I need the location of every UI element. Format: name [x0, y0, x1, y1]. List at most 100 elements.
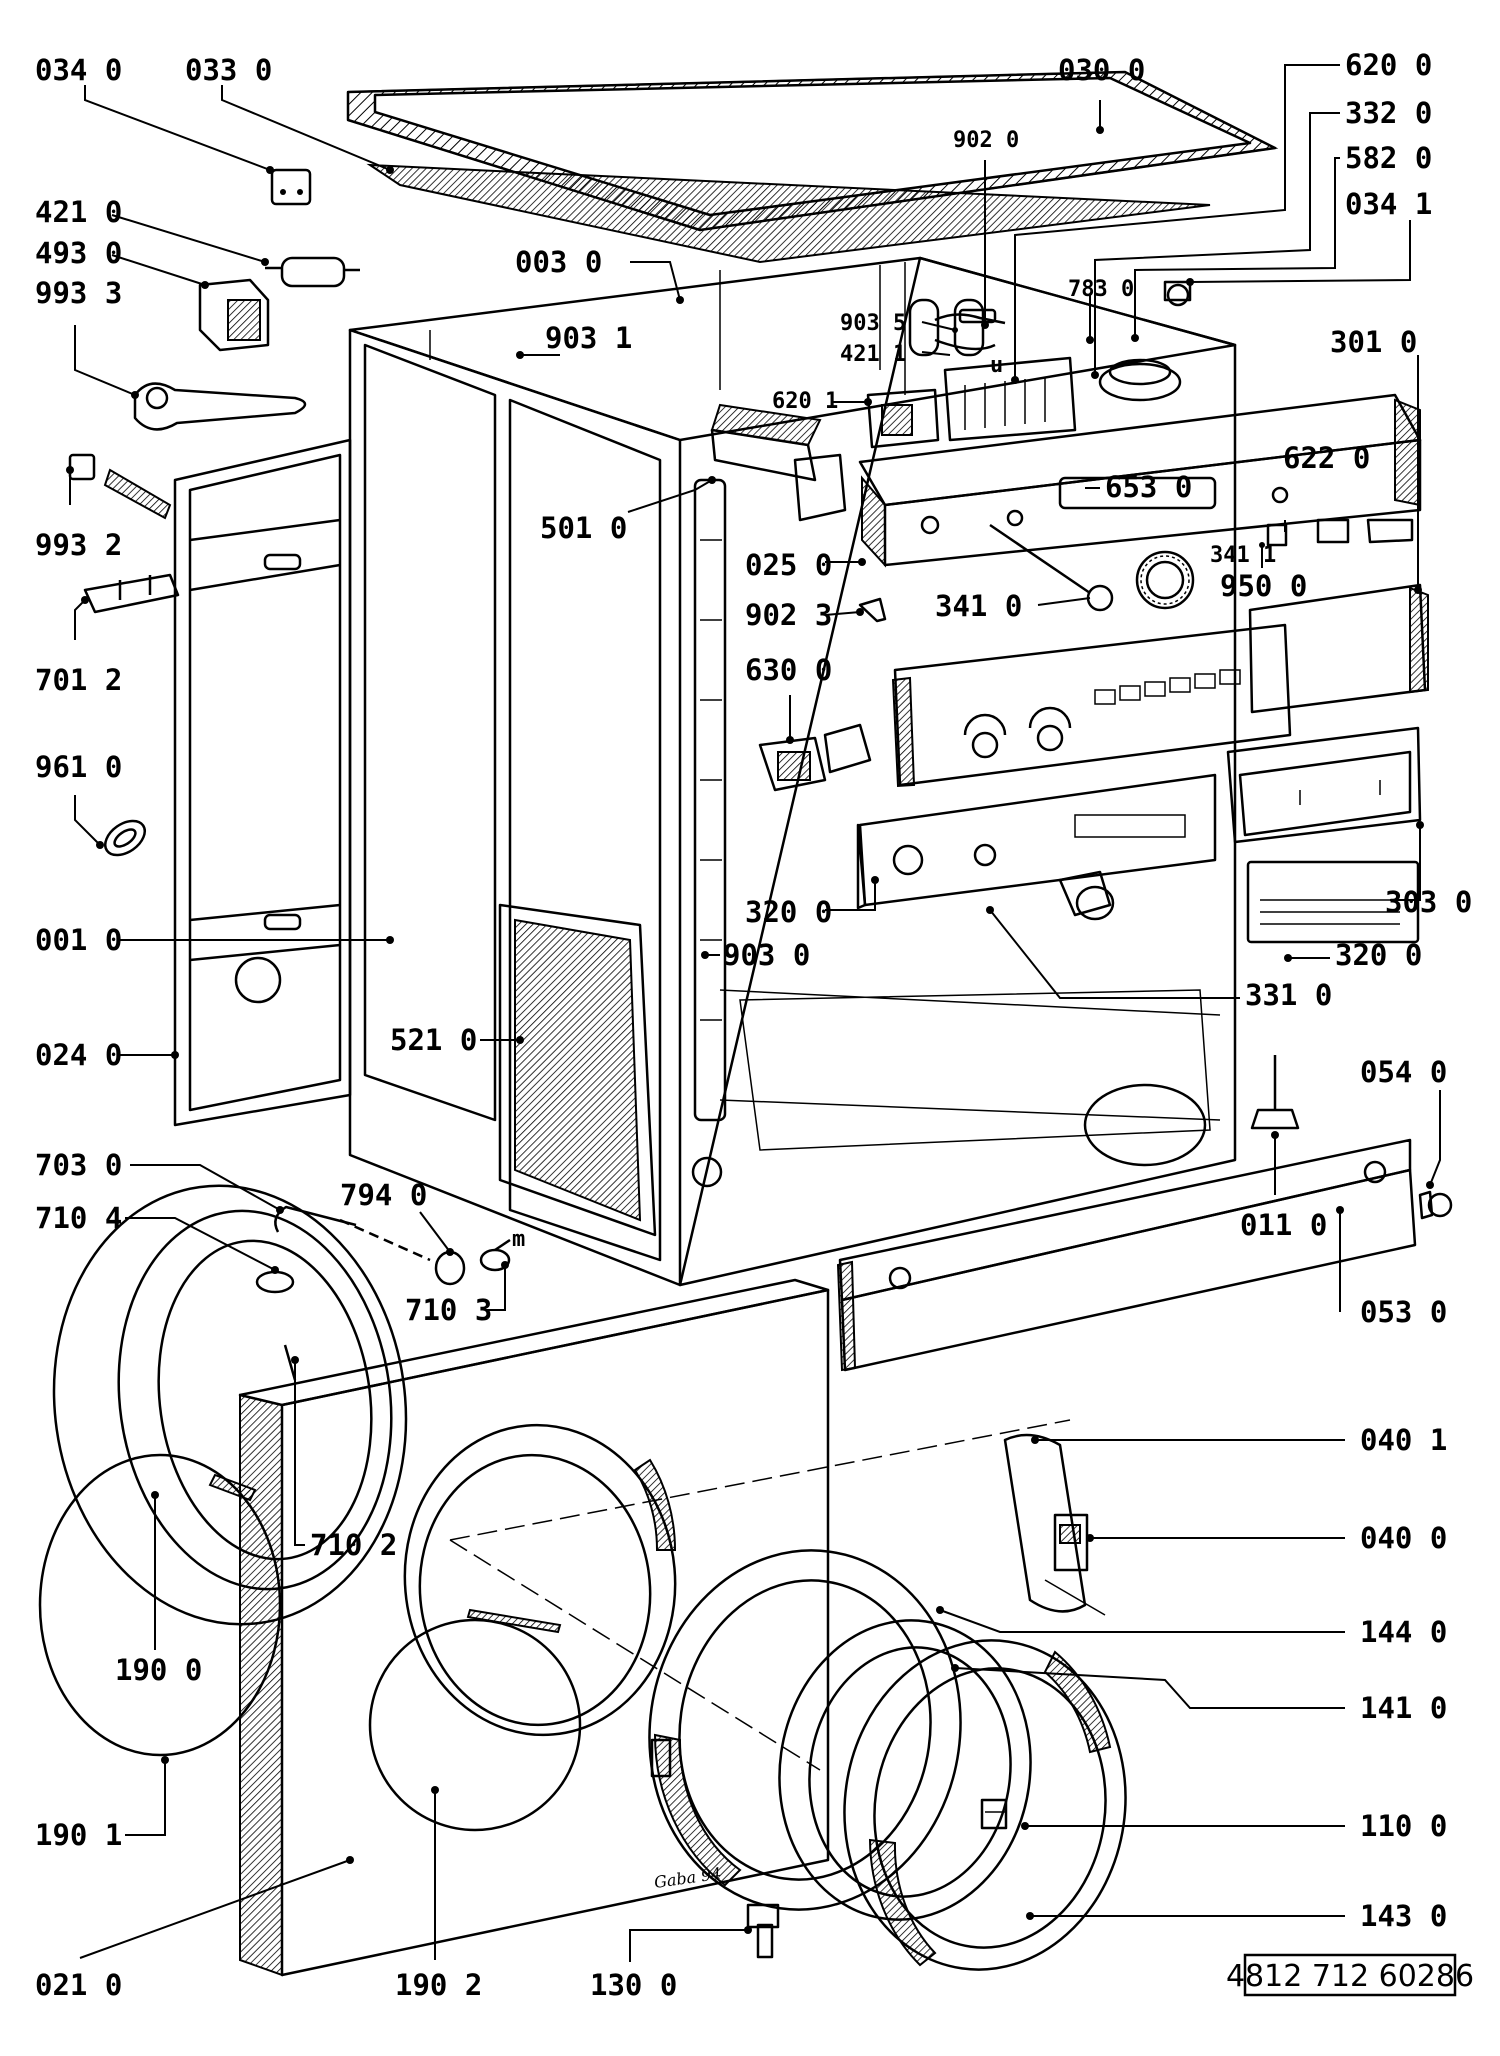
- fascia-301-0: [891, 583, 1429, 788]
- wrench-993-3: [133, 382, 307, 431]
- part-label-025-0: 025 0: [745, 548, 832, 582]
- filter-493-0: [198, 278, 270, 352]
- part-label-143-0: 143 0: [1360, 1899, 1447, 1933]
- part-label-902-3: 902 3: [745, 598, 832, 632]
- rail-903-0: [693, 478, 727, 1122]
- part-label-341-0: 341 0: [935, 589, 1022, 623]
- part-label-001-0: 001 0: [35, 923, 122, 957]
- module-620-1: [866, 388, 940, 449]
- front-panel-021-0: [238, 1278, 1071, 1977]
- insulation-521-0: [498, 903, 657, 1237]
- top-cover: [346, 70, 1279, 264]
- part-label-320-0-plate: 320 0: [1335, 938, 1422, 972]
- part-label-054-0: 054 0: [1360, 1055, 1447, 1089]
- part-label-582-0: 582 0: [1345, 141, 1432, 175]
- drawing-code-text: 4812 712 60286: [1226, 1959, 1474, 1994]
- part-label-710-2: 710 2: [310, 1528, 397, 1562]
- part-label-493-0: 493 0: [35, 236, 122, 270]
- cabinet-body: [348, 256, 1237, 1287]
- part-label-303-0: 303 0: [1385, 885, 1472, 919]
- part-label-961-0: 961 0: [35, 750, 122, 784]
- kick-plate-053-0: [836, 1138, 1417, 1372]
- front-panel-320-0: [856, 773, 1217, 910]
- part-label-630-0: 630 0: [745, 653, 832, 687]
- part-label-331-0: 331 0: [1245, 978, 1332, 1012]
- part-label-040-0: 040 0: [1360, 1521, 1447, 1555]
- part-label-024-0: 024 0: [35, 1038, 122, 1072]
- part-label-190-1: 190 1: [35, 1818, 122, 1852]
- drawer-303-0: [1226, 726, 1422, 844]
- switch-630-0: [758, 723, 872, 792]
- knob-331-0: [1058, 870, 1115, 921]
- part-label-030-0: 030 0: [1058, 53, 1145, 87]
- wiring-903-5: [934, 308, 1006, 351]
- drum-190: [38, 1184, 408, 1757]
- part-label-903-1: 903 1: [545, 321, 632, 355]
- part-label-653-0: 653 0: [1105, 470, 1192, 504]
- capacitor-421-0: [265, 256, 360, 288]
- part-label-053-0: 053 0: [1360, 1295, 1447, 1329]
- part-label-703-0: 703 0: [35, 1148, 122, 1182]
- part-label-620-0: 620 0: [1345, 48, 1432, 82]
- part-label-993-3: 993 3: [35, 276, 122, 310]
- part-label-190-0: 190 0: [115, 1653, 202, 1687]
- part-label-341-1: 341 1: [1210, 543, 1276, 568]
- clip-034-0: [270, 168, 312, 206]
- part-label-521-0: 521 0: [390, 1023, 477, 1057]
- foot-011-0: [1250, 1055, 1300, 1130]
- hose-703-0: [274, 1205, 511, 1286]
- screw-054-0: [1418, 1190, 1453, 1220]
- part-label-130-0: 130 0: [590, 1968, 677, 2002]
- part-label-421-1: 421 1: [840, 342, 906, 367]
- part-label-144-0: 144 0: [1360, 1615, 1447, 1649]
- relay-622-0: [1266, 518, 1414, 547]
- part-label-190-2: 190 2: [395, 1968, 482, 2002]
- part-label-332-0: 332 0: [1345, 96, 1432, 130]
- bracket-701-2: [83, 573, 180, 614]
- board-501-0: [710, 403, 847, 522]
- hinge-040: [1003, 1433, 1106, 1616]
- part-label-040-1: 040 1: [1360, 1423, 1447, 1457]
- part-label-033-0: 033 0: [185, 53, 272, 87]
- part-label-710-3: 710 3: [405, 1293, 492, 1327]
- part-label-301-0: 301 0: [1330, 325, 1417, 359]
- knob-341-0: [989, 523, 1195, 612]
- part-label-034-0: 034 0: [35, 53, 122, 87]
- leader-lines: [66, 64, 1441, 1962]
- part-label-794-0: 794 0: [340, 1178, 427, 1212]
- part-label-021-0: 021 0: [35, 1968, 122, 2002]
- part-label-993-2: 993 2: [35, 528, 122, 562]
- part-label-902-0: 902 0: [953, 128, 1019, 153]
- timer-620-0: [943, 280, 1192, 442]
- clip-961-0: [104, 819, 146, 857]
- part-label-421-0: 421 0: [35, 195, 122, 229]
- part-label-034-1: 034 1: [1345, 187, 1432, 221]
- panel-frame-025-0: [858, 393, 1422, 568]
- artist-signature: Gaba 94: [653, 1864, 723, 1892]
- mark-u: u: [990, 353, 1003, 378]
- part-label-903-0: 903 0: [723, 938, 810, 972]
- label-plate-320-0: [1246, 860, 1420, 944]
- part-label-701-2: 701 2: [35, 663, 122, 697]
- drawing-code: 4812 712 60286: [1226, 1953, 1474, 1997]
- door-assembly: [648, 1549, 1127, 1971]
- part-label-003-0: 003 0: [515, 245, 602, 279]
- part-label-783-0: 783 0: [1068, 277, 1134, 302]
- part-label-710-4: 710 4: [35, 1201, 122, 1235]
- part-label-950-0: 950 0: [1220, 569, 1307, 603]
- side-panel-024-0: [173, 438, 352, 1127]
- part-labels: 034 0 033 0 030 0 620 0 332 0 582 0 034 …: [35, 48, 1472, 2002]
- part-label-141-0: 141 0: [1360, 1691, 1447, 1725]
- mark-m: m: [512, 1227, 525, 1252]
- part-label-501-0: 501 0: [540, 511, 627, 545]
- part-label-320-0-front: 320 0: [745, 895, 832, 929]
- part-label-620-1: 620 1: [772, 389, 838, 414]
- bolt-993-2: [68, 453, 172, 520]
- part-label-622-0: 622 0: [1283, 441, 1370, 475]
- parts-drawing: Gaba 94 u m: [38, 70, 1453, 1977]
- part-label-110-0: 110 0: [1360, 1809, 1447, 1843]
- part-label-903-5: 903 5: [840, 311, 906, 336]
- part-label-011-0: 011 0: [1240, 1208, 1327, 1242]
- bracket-902-3: [858, 597, 887, 623]
